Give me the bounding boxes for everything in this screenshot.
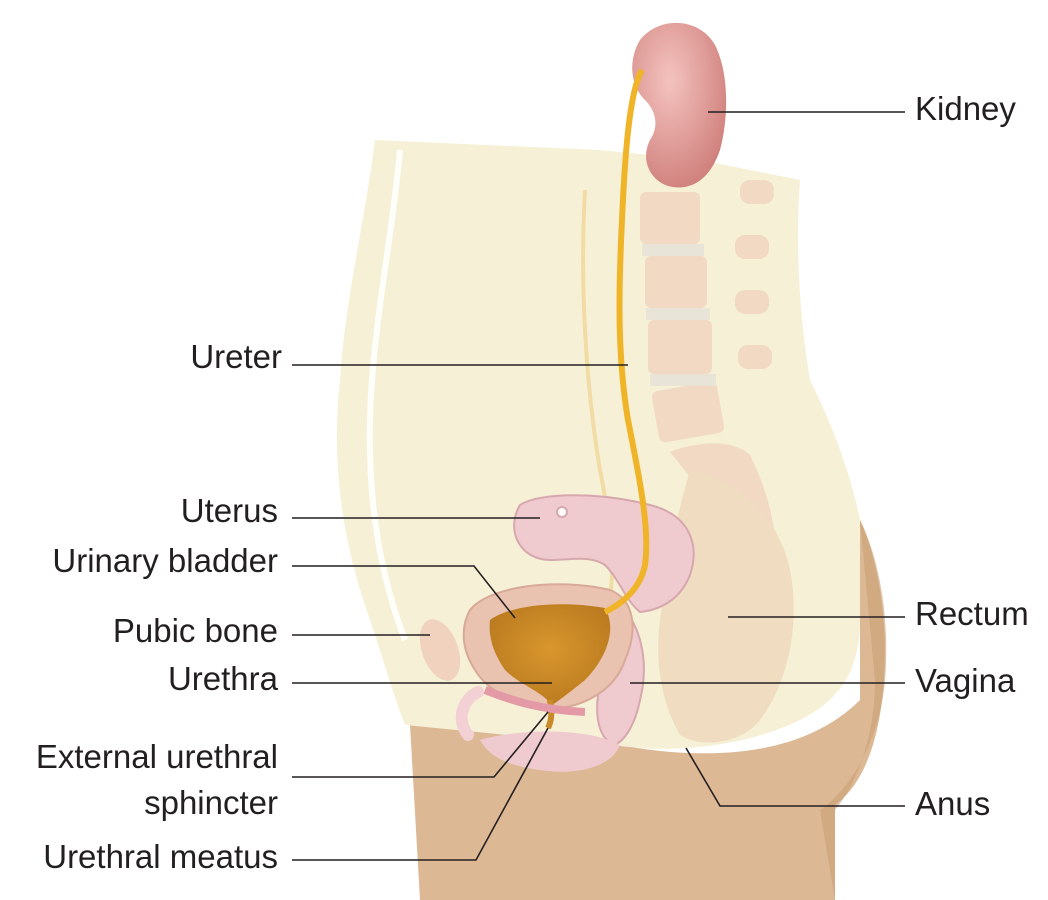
leader-urinary-bladder — [292, 565, 516, 619]
ureter — [603, 68, 650, 615]
label-rectum: Rectum — [915, 595, 1029, 632]
leader-anus — [685, 747, 905, 807]
spinous-process-3 — [735, 290, 769, 314]
body-silhouette — [410, 520, 885, 900]
spinous-process-2 — [735, 235, 769, 259]
ovary — [556, 506, 568, 518]
buttock-shadow — [820, 520, 887, 900]
spinous-process-4 — [738, 345, 772, 369]
vulva — [480, 731, 620, 772]
clitoris — [455, 686, 484, 741]
urethra — [545, 699, 555, 730]
vertebra-l4 — [651, 381, 725, 443]
disc-3 — [650, 374, 716, 386]
leader-urethral-meatus — [292, 727, 549, 861]
label-pubic-bone: Pubic bone — [113, 612, 278, 649]
label-external-urethral-sphincter-line2: sphincter — [144, 784, 278, 821]
kidney — [632, 22, 727, 188]
label-vagina: Vagina — [915, 662, 1016, 699]
label-urethra: Urethra — [168, 660, 279, 697]
label-kidney: Kidney — [915, 90, 1016, 127]
cavity-lining — [366, 149, 408, 642]
disc-2 — [646, 308, 710, 320]
leader-external-urethral-sphincter — [292, 711, 549, 778]
vertebra-l2 — [645, 256, 707, 308]
label-external-urethral-sphincter-line1: External urethral — [36, 738, 278, 775]
label-anus: Anus — [915, 785, 990, 822]
spinous-process-1 — [740, 180, 774, 204]
disc-1 — [642, 244, 704, 256]
label-uterus: Uterus — [181, 492, 278, 529]
vertebra-l1 — [640, 192, 700, 244]
urine — [489, 604, 611, 705]
vertebra-l3 — [648, 320, 712, 374]
label-urethral-meatus: Urethral meatus — [43, 838, 278, 875]
uterus — [513, 494, 695, 614]
label-urinary-bladder: Urinary bladder — [52, 542, 278, 579]
label-ureter: Ureter — [190, 338, 282, 375]
external-urethral-sphincter — [483, 686, 586, 716]
